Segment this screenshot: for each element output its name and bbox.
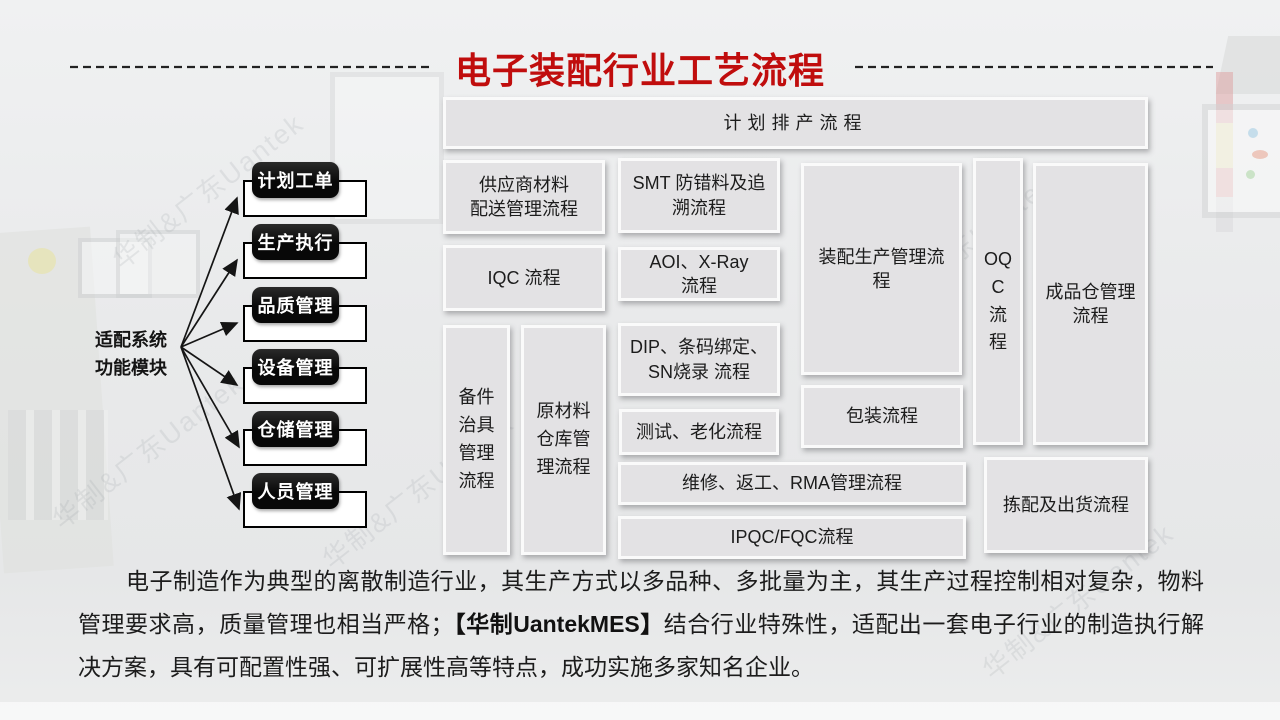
arrow-to-equipment xyxy=(180,346,239,386)
background-bottom-band xyxy=(0,702,1280,720)
flow-box-raw-material-warehouse: 原材料 仓库管 理流程 xyxy=(521,325,606,555)
arrow-to-warehouse xyxy=(180,346,240,449)
module-equipment-management: 设备管理 xyxy=(243,349,369,405)
flow-box-aoi-xray: AOI、X-Ray 流程 xyxy=(618,247,780,301)
module-personnel-management: 人员管理 xyxy=(243,473,369,529)
brand-name: 【华制UantekMES】 xyxy=(453,611,664,637)
page-title: 电子装配行业工艺流程 xyxy=(454,50,825,91)
module-quality-management: 品质管理 xyxy=(243,287,369,343)
flow-box-assembly-production: 装配生产管理流 程 xyxy=(801,163,962,375)
arrow-to-quality xyxy=(180,321,239,348)
background-knob-left xyxy=(28,248,56,274)
background-monitor-right-dot-2 xyxy=(1252,150,1268,159)
flow-box-iqc: IQC 流程 xyxy=(443,245,605,311)
background-monitor-left-1 xyxy=(78,238,152,298)
flow-box-supplier-delivery: 供应商材料 配送管理流程 xyxy=(443,160,605,234)
flow-box-finished-goods-warehouse: 成品仓管理 流程 xyxy=(1033,163,1148,445)
flow-box-oqc: OQ C 流 程 xyxy=(973,158,1023,445)
arrow-to-plan-order xyxy=(180,196,239,348)
flow-box-spare-parts-fixture: 备件 治具 管理 流程 xyxy=(443,325,510,555)
background-monitor-right-dot-1 xyxy=(1248,128,1258,138)
background-machine-left xyxy=(0,226,114,574)
arrow-to-personnel xyxy=(180,346,242,511)
module-production-execution: 生产执行 xyxy=(243,224,369,280)
adapted-modules-label-line2: 功能模块 xyxy=(95,358,167,378)
background-panel-buttons-left xyxy=(8,410,108,520)
flow-box-ipqc-fqc: IPQC/FQC流程 xyxy=(618,516,966,559)
description-paragraph: 电子制造作为典型的离散制造行业，其生产方式以多品种、多批量为主，其生产过程控制相… xyxy=(78,560,1204,689)
module-chip-label: 计划工单 xyxy=(252,162,339,198)
module-chip-label: 设备管理 xyxy=(252,349,339,385)
module-plan-order: 计划工单 xyxy=(243,162,369,218)
background-monitor-left-2 xyxy=(116,230,200,298)
flow-box-picking-shipping: 拣配及出货流程 xyxy=(984,457,1148,553)
module-chip-label: 生产执行 xyxy=(252,224,339,260)
adapted-modules-label-line1: 适配系统 xyxy=(95,330,167,350)
flow-box-dip-barcode-sn: DIP、条码绑定、 SN烧录 流程 xyxy=(618,323,780,396)
arrow-to-production xyxy=(180,258,238,348)
description-text-after: 结合行业特殊性，适配出一套电子行业的制造执行解决方案，具有可配置性强、可扩展性高… xyxy=(78,611,1205,680)
description-text-before: 电子制造作为典型的离散制造行业，其生产方式以多品种、多批量为主，其生产过程控制相… xyxy=(78,568,1204,637)
background-andon-tower xyxy=(1216,72,1233,232)
module-chip-label: 品质管理 xyxy=(252,287,339,323)
module-warehouse-management: 仓储管理 xyxy=(243,411,369,467)
flow-box-packing: 包装流程 xyxy=(801,385,963,448)
flow-box-repair-rework-rma: 维修、返工、RMA管理流程 xyxy=(618,462,966,505)
module-chip-label: 仓储管理 xyxy=(252,411,339,447)
flow-box-plan-scheduling: 计划排产流程 xyxy=(443,97,1148,149)
adapted-modules-label: 适配系统 功能模块 xyxy=(84,326,178,382)
flow-box-smt-traceability: SMT 防错料及追 溯流程 xyxy=(618,158,780,233)
background-monitor-right xyxy=(1202,104,1280,218)
background-monitor-right-dot-3 xyxy=(1246,170,1255,179)
flow-box-test-aging: 测试、老化流程 xyxy=(619,409,779,455)
watermark-text: 华制&广东Uantek xyxy=(47,367,250,536)
module-chip-label: 人员管理 xyxy=(252,473,339,509)
